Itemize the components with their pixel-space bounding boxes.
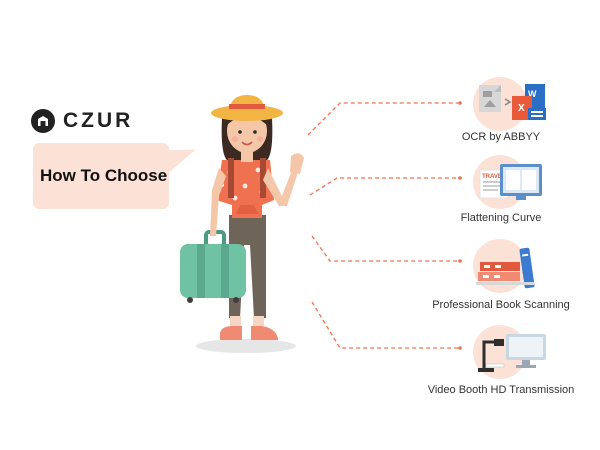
ocr-word-letter: W — [528, 89, 537, 99]
connector-book-scanning — [311, 235, 458, 262]
book-scanning-icon — [473, 239, 535, 293]
flattening-curve-icon: TRAVEL — [473, 155, 542, 209]
hat-band — [229, 104, 265, 109]
character-arm-left — [210, 168, 226, 236]
character-eye-left — [238, 130, 242, 134]
character-shoe-left — [220, 326, 242, 340]
connector-ocr — [307, 102, 458, 136]
feature-label-video-booth: Video Booth HD Transmission — [427, 384, 575, 396]
connector-flattening-dot — [458, 176, 462, 180]
character-sock-left — [230, 316, 241, 326]
speech-bubble: How To Choose — [33, 143, 169, 209]
ocr-icon: W X — [473, 77, 546, 131]
character-arm-right — [263, 168, 298, 206]
character-cheek-right — [257, 136, 263, 142]
czur-logo-icon — [31, 109, 55, 133]
character-shoe-right — [251, 326, 278, 340]
feature-label-flattening-curve: Flattening Curve — [460, 212, 542, 224]
shirt-knot — [236, 205, 258, 214]
suitcase — [180, 230, 246, 303]
character-shadow — [196, 339, 296, 353]
backpack-strap-right — [260, 158, 266, 198]
traveler-illustration — [180, 95, 304, 353]
connector-book-scanning-dot — [458, 259, 462, 263]
feature-label-ocr: OCR by ABBYY — [461, 131, 541, 143]
brand-logo: CZUR — [31, 108, 133, 134]
character-neck — [241, 150, 253, 162]
backpack-strap-left — [228, 158, 234, 198]
connector-flattening — [309, 177, 458, 196]
character-cheek-left — [232, 136, 238, 142]
callout-text: How To Choose — [40, 166, 168, 185]
video-booth-icon — [473, 325, 546, 379]
hat-crown — [229, 95, 265, 112]
travel-book-text: TRAVEL — [482, 174, 506, 180]
character-mouth — [241, 141, 253, 146]
connector-video-booth — [311, 301, 458, 349]
feature-label-book-scanning: Professional Book Scanning — [432, 299, 570, 311]
connector-video-booth-dot — [458, 346, 462, 350]
character-sock-right — [253, 316, 264, 326]
brand-name: CZUR — [63, 109, 134, 132]
ocr-excel-letter: X — [518, 103, 525, 114]
connector-ocr-dot — [458, 101, 462, 105]
character-eye-right — [253, 130, 257, 134]
character-hand-right — [290, 153, 304, 174]
